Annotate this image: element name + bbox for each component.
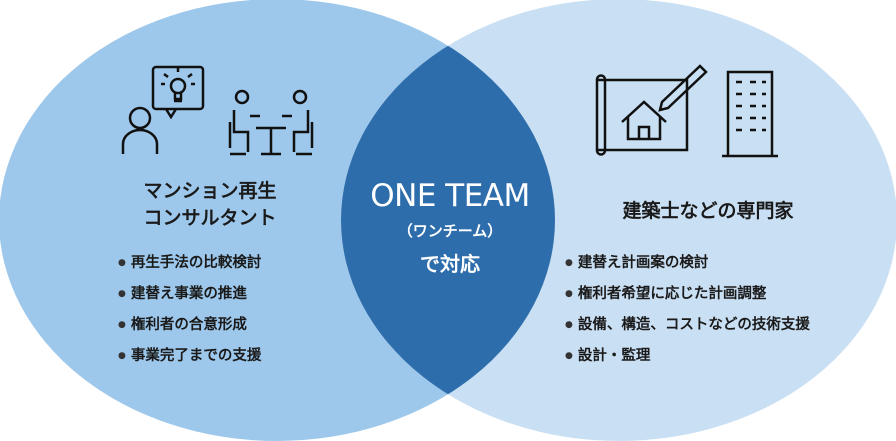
building-icon [722, 70, 778, 158]
center-title: ONE TEAM [370, 178, 530, 214]
list-item: 事業完了までの支援 [118, 341, 262, 372]
center-subtitle: （ワンチーム） [397, 222, 503, 240]
consultant-idea-icon [121, 65, 205, 154]
list-item: 再生手法の比較検討 [118, 248, 262, 279]
left-title: マンション再生 コンサルタント [110, 178, 310, 232]
list-item: 建替え事業の推進 [118, 279, 261, 310]
list-item: 設備、構造、コストなどの技術支援 [565, 310, 810, 341]
right-title: 建築士などの専門家 [622, 200, 794, 222]
center-caption: で対応 [420, 252, 480, 276]
list-item: 権利者の合意形成 [118, 310, 261, 341]
left-title-line: マンション再生 [143, 180, 277, 202]
meeting-icon [228, 89, 314, 156]
blueprint-house-icon [595, 64, 708, 156]
left-title-line: コンサルタント [143, 207, 277, 229]
right-list: 建替え計画案の検討 権利者希望に応じた計画調整 設備、構造、コストなどの技術支援… [565, 248, 810, 372]
left-list: 再生手法の比較検討 建替え事業の推進 権利者の合意形成 事業完了までの支援 [118, 248, 262, 372]
overlap-region [341, 0, 555, 441]
list-item: 建替え計画案の検討 [565, 248, 810, 279]
list-item: 設計・監理 [565, 341, 810, 372]
list-item: 権利者希望に応じた計画調整 [565, 279, 810, 310]
